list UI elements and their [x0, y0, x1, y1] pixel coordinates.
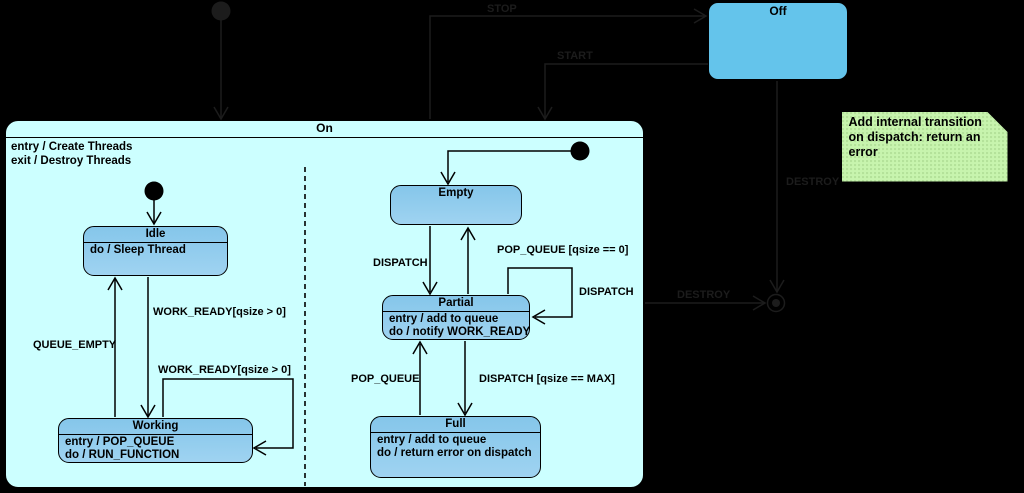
on-state-actions: entry / Create Threads exit / Destroy Th…: [6, 138, 643, 168]
transition-label-dispatch-self: DISPATCH: [579, 286, 634, 298]
transition-label-work-ready: WORK_READY[qsize > 0]: [153, 306, 286, 318]
arrowhead-off-to-final: [769, 279, 785, 294]
full-entry-action: entry / add to queue: [377, 433, 487, 446]
off-state: Off: [708, 2, 848, 80]
working-state-title: Working: [59, 419, 252, 435]
arrowhead-start: [537, 106, 553, 121]
working-state: Working entry / POP_QUEUE do / RUN_FUNCT…: [58, 418, 253, 463]
transition-label-dispatch-max: DISPATCH [qsize == MAX]: [479, 373, 615, 385]
transition-label-work-ready-self: WORK_READY[qsize > 0]: [158, 364, 291, 376]
final-state-inner-dot: [772, 299, 780, 307]
final-state-icon: [766, 293, 786, 313]
arrowhead-on-to-final: [752, 295, 767, 311]
working-entry-action: entry / POP_QUEUE: [65, 435, 175, 448]
full-state: Full entry / add to queue do / return er…: [370, 416, 541, 478]
transition-label-dispatch: DISPATCH: [373, 257, 428, 269]
note: Add internal transition on dispatch: ret…: [840, 110, 1009, 183]
empty-state-title: Empty: [438, 187, 474, 199]
full-do-action: do / return error on dispatch: [377, 446, 532, 459]
transition-label-pop-queue-qsize0: POP_QUEUE [qsize == 0]: [497, 244, 629, 256]
idle-state: Idle do / Sleep Thread: [83, 226, 228, 276]
idle-state-title: Idle: [84, 227, 227, 243]
note-text: Add internal transition on dispatch: ret…: [848, 114, 982, 159]
partial-state: Partial entry / add to queue do / notify…: [382, 295, 530, 340]
partial-do-action: do / notify WORK_READY: [389, 325, 531, 338]
idle-state-actions: do / Sleep Thread: [84, 243, 227, 257]
arrowhead-initial-to-on: [213, 106, 229, 121]
transition-label-destroy-off: DESTROY: [786, 176, 840, 188]
empty-state: Empty: [390, 185, 522, 225]
full-state-actions: entry / add to queue do / return error o…: [371, 433, 540, 460]
partial-state-title: Partial: [383, 296, 529, 312]
idle-do-action: do / Sleep Thread: [90, 243, 186, 256]
arrowhead-stop: [693, 8, 708, 24]
working-do-action: do / RUN_FUNCTION: [65, 448, 180, 461]
transition-label-pop-queue: POP_QUEUE: [351, 373, 420, 385]
full-state-title: Full: [371, 417, 540, 433]
on-entry-action: entry / Create Threads: [11, 140, 133, 153]
arrow-on-to-off-stop: [429, 15, 705, 119]
transition-label-stop: STOP: [487, 3, 517, 15]
off-state-title: Off: [769, 4, 787, 18]
transition-label-destroy-on: DESTROY: [677, 289, 731, 301]
arrow-off-to-on-start: [544, 63, 708, 118]
note-body: Add internal transition on dispatch: ret…: [841, 111, 1008, 182]
on-state-title: On: [6, 121, 643, 138]
partial-state-actions: entry / add to queue do / notify WORK_RE…: [383, 312, 531, 339]
working-state-actions: entry / POP_QUEUE do / RUN_FUNCTION: [59, 435, 252, 462]
transition-label-start: START: [557, 50, 593, 62]
transition-label-queue-empty: QUEUE_EMPTY: [33, 339, 117, 351]
top-initial-state-icon: [211, 1, 231, 21]
on-exit-action: exit / Destroy Threads: [11, 154, 132, 167]
partial-entry-action: entry / add to queue: [389, 312, 499, 325]
